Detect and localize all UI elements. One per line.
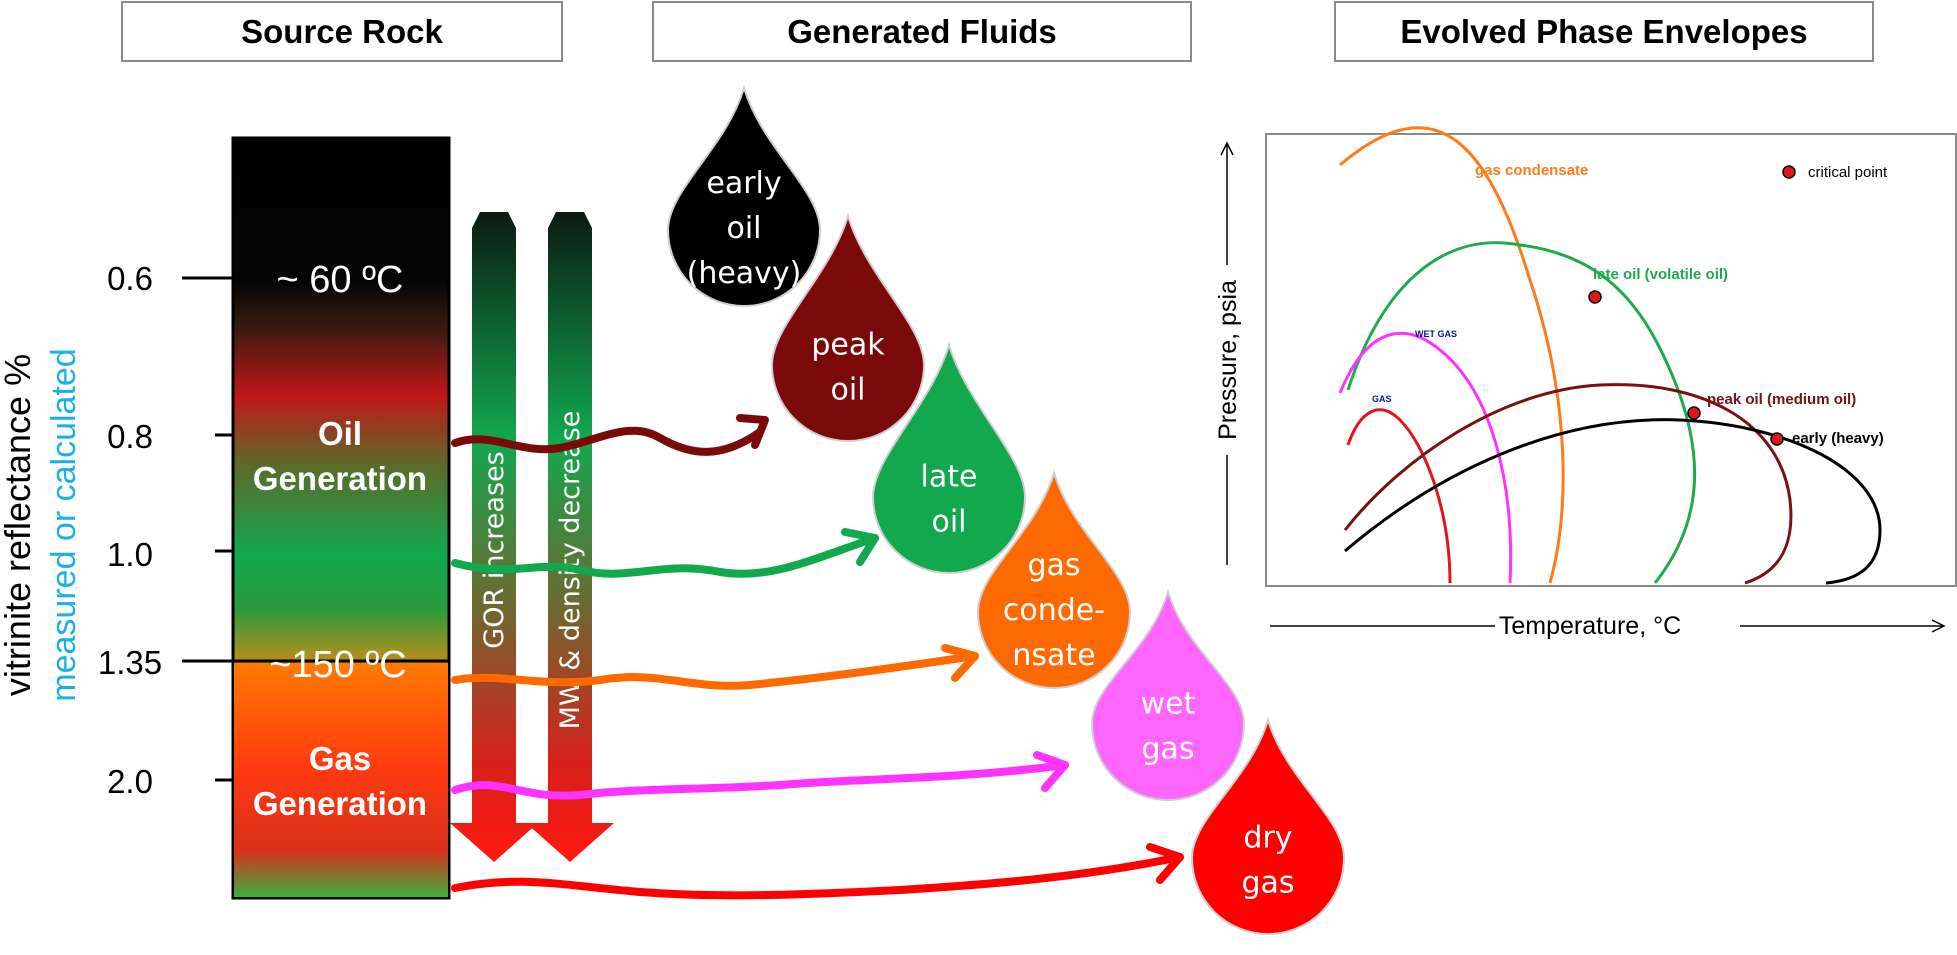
curve-wet-gas bbox=[1338, 331, 1513, 584]
gor-arrow-label: GOR increases bbox=[479, 451, 510, 648]
header-source-rock-label: Source Rock bbox=[241, 13, 443, 50]
curve-label-early: early (heavy) bbox=[1792, 430, 1884, 447]
droplet-label: wet bbox=[1141, 687, 1196, 722]
droplet-label: gas bbox=[1241, 866, 1294, 901]
fluid-droplets: early oil (heavy) peak oil late oil gas conde-ns… bbox=[666, 84, 1346, 935]
critical-point-peak-oil bbox=[1687, 406, 1701, 420]
flow-arrow-gas-condensate bbox=[451, 644, 979, 690]
droplet-label: (heavy) bbox=[687, 256, 802, 291]
tick-label: 1.35 bbox=[98, 644, 162, 681]
legend-critical-point-marker bbox=[1782, 165, 1796, 179]
curve-label-gas: GAS bbox=[1372, 394, 1392, 404]
gor-arrow: GOR increases bbox=[450, 212, 538, 862]
header-phase-envelopes: Evolved Phase Envelopes bbox=[1334, 1, 1874, 62]
vr-ticks bbox=[182, 276, 449, 782]
droplet-late-oil: late oil bbox=[871, 341, 1027, 574]
temp-high-label: ~150 ºC bbox=[269, 644, 406, 686]
legend-critical-point-label: critical point bbox=[1808, 164, 1888, 181]
temp-low-label: ~ 60 ºC bbox=[277, 259, 404, 301]
oil-generation-label: Generation bbox=[253, 460, 427, 497]
droplet-label: early bbox=[706, 166, 781, 201]
droplet-label: oil bbox=[830, 373, 865, 408]
header-phase-envelopes-label: Evolved Phase Envelopes bbox=[1400, 13, 1807, 50]
droplet-label: late bbox=[921, 460, 978, 495]
y-axis-label: Pressure, psia bbox=[1214, 280, 1242, 440]
droplet-dry-gas: dry gas bbox=[1190, 716, 1346, 935]
header-source-rock: Source Rock bbox=[121, 1, 563, 62]
droplet-label: gas bbox=[1027, 548, 1080, 583]
flow-arrow-late-oil bbox=[451, 528, 879, 578]
droplet-label: dry bbox=[1243, 821, 1292, 856]
tick-label: 2.0 bbox=[107, 763, 153, 800]
droplet-shape bbox=[666, 84, 822, 307]
droplet-label: gas bbox=[1141, 732, 1194, 767]
droplet-shape bbox=[976, 469, 1132, 689]
critical-point-late-oil bbox=[1588, 290, 1602, 304]
flow-arrow-dry-gas bbox=[451, 843, 1184, 900]
droplet-peak-oil: peak oil bbox=[770, 212, 926, 442]
phase-chart-frame bbox=[1265, 133, 1957, 587]
flow-arrow-peak-oil bbox=[451, 414, 769, 456]
curve-gas-condensate bbox=[1339, 126, 1565, 584]
droplet-shape bbox=[1190, 716, 1346, 935]
y-axis-label-main: vitrinite reflectance % bbox=[0, 354, 38, 696]
critical-point-early bbox=[1770, 432, 1784, 446]
y-axis-label-sub: measured or calculated bbox=[45, 348, 83, 701]
tick-label: 0.8 bbox=[107, 418, 153, 455]
curve-label-peak-oil: peak oil (medium oil) bbox=[1707, 391, 1856, 408]
flow-arrow-wet-gas bbox=[451, 751, 1069, 800]
curve-label-wet-gas: WET GAS bbox=[1415, 329, 1457, 339]
droplet-wet-gas: wet gas bbox=[1090, 588, 1246, 801]
header-generated-fluids-label: Generated Fluids bbox=[787, 13, 1057, 50]
header-generated-fluids: Generated Fluids bbox=[652, 1, 1192, 62]
tick-label: 0.6 bbox=[107, 260, 153, 297]
curve-gas bbox=[1346, 408, 1452, 584]
vr-tick-labels: 0.6 0.8 1.0 1.35 2.0 bbox=[98, 260, 162, 800]
curve-label-late-oil: late oil (volatile oil) bbox=[1593, 266, 1728, 283]
droplet-shape bbox=[871, 341, 1027, 574]
droplet-shape bbox=[1090, 588, 1246, 801]
gas-generation-label: Gas bbox=[309, 740, 371, 777]
curve-peak-oil bbox=[1343, 383, 1793, 585]
curve-late-oil bbox=[1346, 241, 1697, 584]
droplet-early-oil: early oil (heavy) bbox=[666, 84, 822, 307]
droplet-shape bbox=[770, 212, 926, 442]
phase-chart: Pressure, psia Temperature, °C critical … bbox=[1200, 126, 1957, 644]
critical-points bbox=[1588, 165, 1796, 446]
tick-label: 1.0 bbox=[107, 536, 153, 573]
gas-generation-label: Generation bbox=[253, 785, 427, 822]
mw-density-arrow: MW & density decrease bbox=[526, 212, 614, 862]
droplet-label: oil bbox=[726, 211, 761, 246]
droplet-label: nsate bbox=[1012, 638, 1095, 673]
droplet-label: oil bbox=[931, 505, 966, 540]
droplet-label: peak bbox=[811, 328, 885, 363]
droplet-label: conde- bbox=[1003, 593, 1105, 628]
x-axis-label: Temperature, °C bbox=[1499, 612, 1681, 640]
droplet-gas-condensate: gas conde-nsate bbox=[976, 469, 1132, 689]
curve-early-heavy bbox=[1344, 418, 1882, 585]
curve-label-gas-condensate: gas condensate bbox=[1475, 162, 1588, 179]
oil-generation-label: Oil bbox=[318, 415, 362, 452]
